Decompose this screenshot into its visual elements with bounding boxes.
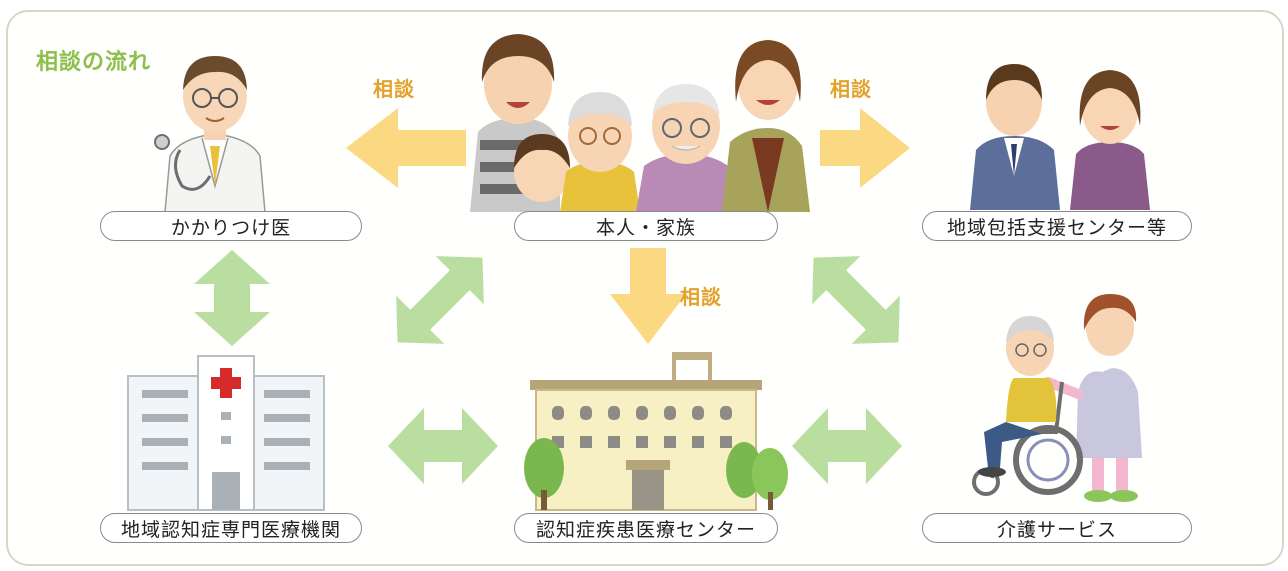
node-family: 本人・家族 bbox=[514, 211, 778, 241]
node-specialist-institution: 地域認知症専門医療機関 bbox=[100, 513, 362, 543]
link-arrow-doctor-specialist bbox=[194, 250, 270, 346]
node-dementia-center: 認知症疾患医療センター bbox=[514, 513, 778, 543]
consult-label-down: 相談 bbox=[680, 285, 722, 309]
link-arrow-center-care bbox=[792, 408, 902, 484]
diagram-title: 相談の流れ bbox=[36, 50, 152, 75]
consult-label-right: 相談 bbox=[830, 77, 872, 101]
link-arrow-specialist-center bbox=[388, 408, 498, 484]
node-community-center: 地域包括支援センター等 bbox=[922, 211, 1192, 241]
family-illustration bbox=[470, 34, 810, 212]
consult-arrow-right bbox=[820, 108, 910, 188]
doctor-illustration bbox=[154, 56, 266, 213]
consult-arrow-left bbox=[346, 108, 466, 188]
node-care-service: 介護サービス bbox=[922, 513, 1192, 543]
link-arrow-center-community bbox=[812, 256, 900, 344]
medical-center-building bbox=[524, 352, 788, 511]
specialist-hospital-building bbox=[127, 355, 325, 511]
consult-arrow-down bbox=[610, 248, 686, 344]
care-service-illustration bbox=[972, 294, 1142, 502]
node-family-doctor: かかりつけ医 bbox=[100, 211, 362, 241]
link-arrow-family-center-left bbox=[396, 256, 484, 344]
consult-label-left: 相談 bbox=[373, 77, 415, 101]
staff-illustration bbox=[970, 64, 1150, 210]
